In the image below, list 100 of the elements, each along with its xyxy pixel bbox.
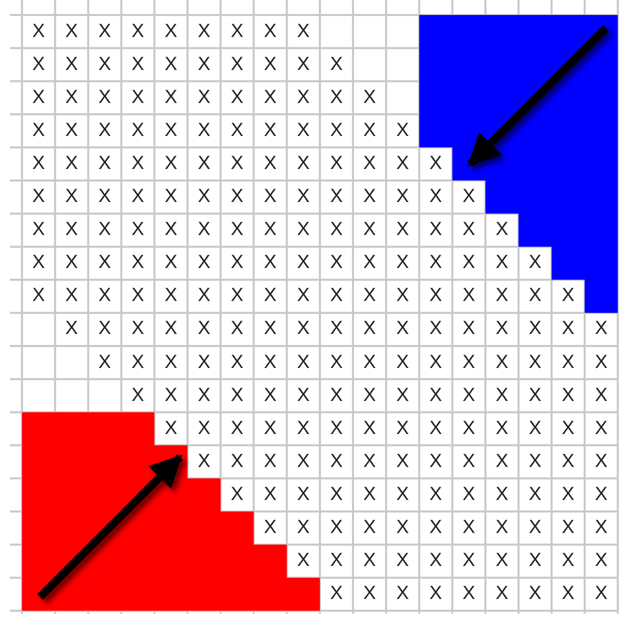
cell-mark: X bbox=[494, 220, 509, 240]
cell-mark: X bbox=[462, 386, 476, 406]
cell-mark: X bbox=[263, 54, 278, 75]
cell-mark: X bbox=[362, 386, 377, 406]
cell-mark: X bbox=[462, 319, 476, 340]
cell-mark: X bbox=[197, 352, 212, 373]
cell-mark: X bbox=[263, 386, 278, 406]
cell-mark: X bbox=[594, 551, 608, 572]
cell-mark: X bbox=[296, 154, 310, 174]
cell-mark: X bbox=[561, 319, 576, 340]
cell-mark: X bbox=[329, 120, 344, 141]
cell-mark: X bbox=[494, 352, 509, 373]
cell-mark: X bbox=[561, 352, 576, 373]
cell-mark: X bbox=[32, 54, 46, 75]
cell-mark: X bbox=[164, 120, 178, 141]
cell-mark: X bbox=[197, 418, 212, 439]
cell-mark: X bbox=[164, 154, 178, 174]
cell-mark: X bbox=[98, 120, 112, 141]
cell-mark: X bbox=[494, 319, 509, 340]
cell-mark: X bbox=[428, 551, 443, 572]
cell-mark: X bbox=[428, 220, 443, 240]
cell-mark: X bbox=[164, 319, 178, 340]
cell-mark: X bbox=[329, 484, 344, 505]
cell-mark: X bbox=[296, 551, 310, 572]
cell-mark: X bbox=[462, 352, 476, 373]
cell-mark: X bbox=[32, 154, 46, 174]
cell-mark: X bbox=[197, 319, 212, 340]
cell-mark: X bbox=[329, 253, 344, 274]
cell-mark: X bbox=[462, 220, 476, 240]
cell-mark: X bbox=[561, 518, 576, 538]
cell-mark: X bbox=[296, 220, 310, 240]
cell-mark: X bbox=[32, 187, 46, 208]
cell-mark: X bbox=[396, 220, 410, 240]
cell-mark: X bbox=[164, 386, 178, 406]
cell-mark: X bbox=[296, 518, 310, 538]
cell-mark: X bbox=[130, 352, 145, 373]
cell-mark: X bbox=[428, 386, 443, 406]
cell-mark: X bbox=[230, 484, 244, 505]
cell-mark: X bbox=[462, 253, 476, 274]
cell-mark: X bbox=[263, 484, 278, 505]
cell-mark: X bbox=[263, 352, 278, 373]
cell-mark: X bbox=[98, 22, 112, 42]
cell-mark: X bbox=[98, 187, 112, 208]
cell-mark: X bbox=[494, 584, 509, 604]
cell-mark: X bbox=[362, 584, 377, 604]
cell-mark: X bbox=[197, 154, 212, 174]
cell-mark: X bbox=[494, 386, 509, 406]
cell-mark: X bbox=[130, 286, 145, 306]
cell-mark: X bbox=[528, 452, 542, 472]
cell-mark: X bbox=[594, 386, 608, 406]
cell-mark: X bbox=[428, 286, 443, 306]
cell-mark: X bbox=[494, 518, 509, 538]
cell-mark: X bbox=[362, 88, 377, 108]
cell-mark: X bbox=[362, 418, 377, 439]
cell-mark: X bbox=[528, 484, 542, 505]
cell-mark: X bbox=[164, 22, 178, 42]
cell-mark: X bbox=[164, 54, 178, 75]
cell-mark: X bbox=[396, 187, 410, 208]
cell-mark: X bbox=[296, 120, 310, 141]
cell-mark: X bbox=[263, 88, 278, 108]
cell-mark: X bbox=[296, 452, 310, 472]
cell-mark: X bbox=[428, 518, 443, 538]
cell-mark: X bbox=[329, 551, 344, 572]
cell-mark: X bbox=[329, 154, 344, 174]
cell-mark: X bbox=[362, 319, 377, 340]
cell-mark: X bbox=[64, 154, 79, 174]
cell-mark: X bbox=[296, 22, 310, 42]
cell-mark: X bbox=[230, 220, 244, 240]
cell-mark: X bbox=[230, 253, 244, 274]
cell-mark: X bbox=[130, 22, 145, 42]
cell-mark: X bbox=[197, 386, 212, 406]
cell-mark: X bbox=[197, 54, 212, 75]
cell-mark: X bbox=[32, 220, 46, 240]
cell-mark: X bbox=[396, 551, 410, 572]
cell-mark: X bbox=[130, 319, 145, 340]
cell-mark: X bbox=[329, 418, 344, 439]
cell-mark: X bbox=[428, 452, 443, 472]
cell-mark: X bbox=[428, 352, 443, 373]
cell-mark: X bbox=[362, 253, 377, 274]
cell-mark: X bbox=[230, 154, 244, 174]
cell-mark: X bbox=[362, 452, 377, 472]
cell-mark: X bbox=[396, 352, 410, 373]
cell-mark: X bbox=[197, 253, 212, 274]
cell-mark: X bbox=[130, 88, 145, 108]
cell-mark: X bbox=[197, 88, 212, 108]
cell-mark: X bbox=[528, 253, 542, 274]
cell-mark: X bbox=[494, 418, 509, 439]
cell-mark: X bbox=[329, 352, 344, 373]
cell-mark: X bbox=[230, 88, 244, 108]
cell-mark: X bbox=[164, 187, 178, 208]
cell-mark: X bbox=[528, 386, 542, 406]
cell-mark: X bbox=[329, 584, 344, 604]
cell-mark: X bbox=[428, 187, 443, 208]
cell-mark: X bbox=[32, 286, 46, 306]
cell-mark: X bbox=[494, 286, 509, 306]
cell-mark: X bbox=[98, 352, 112, 373]
cell-mark: X bbox=[197, 22, 212, 42]
cell-mark: X bbox=[263, 22, 278, 42]
cell-mark: X bbox=[64, 220, 79, 240]
cell-mark: X bbox=[296, 418, 310, 439]
